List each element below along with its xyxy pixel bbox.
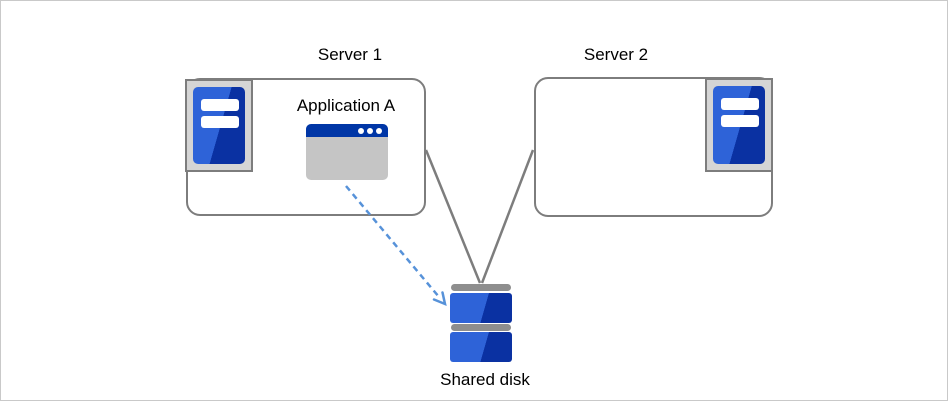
window-button-dot (367, 127, 373, 134)
disk-unit (450, 332, 512, 362)
disk-lid-bar (451, 324, 511, 331)
server-drive-slot (201, 116, 239, 128)
disk-lid-bar (451, 284, 511, 291)
server-drive-slot (721, 115, 759, 127)
server-drive-slot (721, 98, 759, 110)
window-button-dot (358, 127, 364, 134)
dashed-arrowhead-icon (432, 291, 447, 307)
server2-label: Server 2 (583, 45, 649, 64)
shared-disk-icon (450, 284, 512, 362)
server-tower-body (713, 86, 765, 164)
disk-unit (450, 293, 512, 323)
server-tower-icon (185, 79, 253, 172)
server-drive-slot (201, 99, 239, 111)
window-button-dot (376, 127, 382, 134)
connector-server2-to-disk (480, 149, 535, 284)
application-a-label: Application A (296, 96, 396, 115)
shared-disk-label: Shared disk (440, 370, 530, 389)
server-tower-icon (705, 78, 773, 172)
window-titlebar (306, 124, 388, 137)
window-body (306, 137, 388, 180)
application-window-icon (306, 124, 388, 180)
connector-server1-to-disk (424, 149, 482, 284)
server1-label: Server 1 (317, 45, 383, 64)
server-tower-body (193, 87, 245, 164)
